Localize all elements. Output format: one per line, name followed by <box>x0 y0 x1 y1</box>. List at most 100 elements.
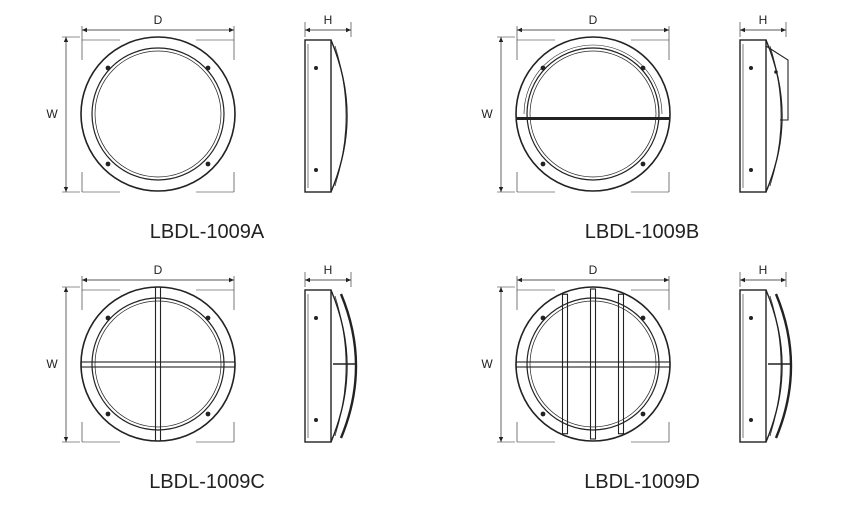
dimension-line-d-arrowhead <box>82 277 87 283</box>
dimension-line-d-arrowhead <box>664 277 669 283</box>
dim-label-d: D <box>154 13 163 27</box>
screw-icon <box>205 161 211 167</box>
dim-label-w: W <box>46 357 58 371</box>
drawing-lbdl-1009a: D W H LBDL-1009A <box>46 13 352 243</box>
lens-ring-outer <box>526 47 660 181</box>
box-corner <box>196 39 235 60</box>
mounting-hole-icon <box>749 418 753 422</box>
dimension-line-h-arrowhead <box>305 277 310 283</box>
drawing-lbdl-1009c: D W H LBDL-1009C <box>46 263 358 493</box>
lens-ring-inner <box>529 300 657 428</box>
base-plate <box>304 289 332 443</box>
mounting-hole-icon <box>749 66 753 70</box>
box-corner <box>631 172 670 193</box>
dimension-line-h-arrowhead <box>781 277 786 283</box>
dimension-line-w-arrowhead <box>498 187 504 192</box>
dim-label-h: H <box>759 263 768 277</box>
dimension-line-w-arrowhead <box>63 287 69 292</box>
dimension-line-d-arrowhead <box>229 27 234 33</box>
dimension-line-h-arrowhead <box>740 27 745 33</box>
dome-inner-profile <box>769 295 782 437</box>
side-view <box>739 272 793 443</box>
dim-label-h: H <box>324 263 333 277</box>
box-corner <box>516 422 555 443</box>
lens-ring-outer <box>526 297 660 431</box>
screw-icon <box>105 161 111 167</box>
dim-label-w: W <box>46 107 58 121</box>
mounting-hole-icon <box>314 316 318 320</box>
lens-ring-inner <box>529 50 657 178</box>
front-view <box>497 26 671 193</box>
box-corner <box>631 289 670 310</box>
dim-label-h: H <box>759 13 768 27</box>
screw-icon <box>640 411 646 417</box>
eyelid-shade-profile <box>765 45 789 121</box>
lens-ring-inner <box>94 50 222 178</box>
lens-ring-outer <box>91 47 225 181</box>
housing-outline <box>515 36 671 192</box>
model-label: LBDL-1009A <box>150 221 265 243</box>
screw-icon <box>540 161 546 167</box>
front-view <box>62 276 236 443</box>
mounting-hole-icon <box>749 168 753 172</box>
housing-outline <box>515 286 671 442</box>
box-corner <box>516 39 555 60</box>
screw-icon <box>640 65 646 71</box>
mounting-hole-icon <box>314 66 318 70</box>
box-corner <box>81 289 120 310</box>
dimension-line-h-arrowhead <box>346 277 351 283</box>
screw-icon <box>105 65 111 71</box>
dimension-line-w-arrowhead <box>498 37 504 42</box>
dome-profile <box>330 39 348 193</box>
box-corner <box>631 39 670 60</box>
housing-outline <box>80 36 236 192</box>
screw-icon <box>540 65 546 71</box>
dimension-line-d-arrowhead <box>664 27 669 33</box>
lens-ring-inner <box>94 300 222 428</box>
box-corner <box>196 172 235 193</box>
base-plate <box>304 39 332 193</box>
housing-outline <box>80 286 236 442</box>
eyelid-shade-arc <box>523 44 663 115</box>
box-corner <box>196 289 235 310</box>
dimension-line-h-arrowhead <box>781 27 786 33</box>
side-view <box>304 272 358 443</box>
dome-profile <box>765 289 783 443</box>
box-corner <box>196 422 235 443</box>
base-plate <box>739 289 767 443</box>
screw-icon <box>105 315 111 321</box>
lens-ring-outer <box>91 297 225 431</box>
box-corner <box>81 39 120 60</box>
screw-icon <box>205 411 211 417</box>
side-view <box>739 22 789 193</box>
screw-icon <box>640 161 646 167</box>
drawing-lbdl-1009b: D W H LBDL-1009B <box>481 13 789 243</box>
grille-bar-profile <box>774 293 793 439</box>
drawing-lbdl-1009d: D W H LBDL-1009D <box>481 263 793 493</box>
dim-label-w: W <box>481 107 493 121</box>
dome-profile <box>765 39 783 193</box>
dimension-line-w-arrowhead <box>498 437 504 442</box>
box-corner <box>631 422 670 443</box>
dimension-line-h-arrowhead <box>305 27 310 33</box>
screw-icon <box>205 315 211 321</box>
dimension-line-w-arrowhead <box>63 37 69 42</box>
dimension-line-d-arrowhead <box>517 277 522 283</box>
dimension-line-w-arrowhead <box>63 187 69 192</box>
eyelid-shade-band <box>517 117 669 120</box>
model-label: LBDL-1009B <box>585 221 700 243</box>
grille-bar-vertical <box>561 293 569 435</box>
grille-bar-horizontal <box>515 361 671 368</box>
grille-bar-vertical <box>589 288 597 440</box>
dim-label-d: D <box>589 263 598 277</box>
grille-bar-horizontal <box>80 361 236 368</box>
dimension-line-d-arrowhead <box>229 277 234 283</box>
dome-inner-profile <box>334 295 347 437</box>
dimension-line-d-arrowhead <box>517 27 522 33</box>
box-corner <box>516 289 555 310</box>
box-corner <box>81 422 120 443</box>
mounting-hole-icon <box>749 316 753 320</box>
dimension-line-h-arrowhead <box>740 277 745 283</box>
dim-label-d: D <box>154 263 163 277</box>
